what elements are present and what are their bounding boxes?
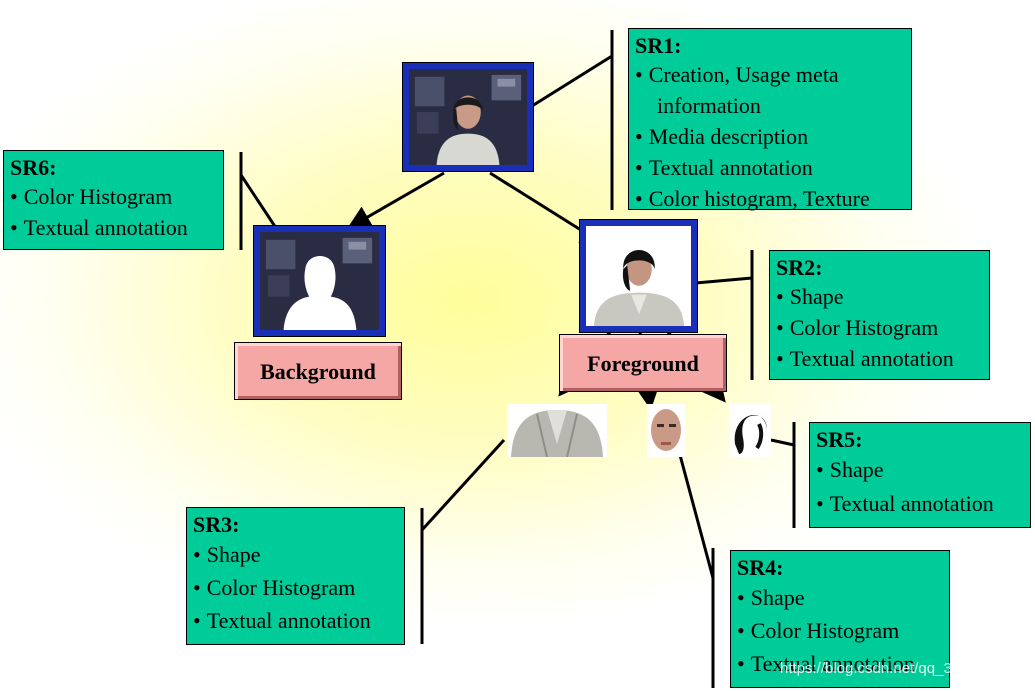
list-item: Textual annotation	[10, 212, 217, 243]
list-item: Textual annotation	[635, 152, 905, 183]
sr2-box: SR2: Shape Color Histogram Textual annot…	[769, 250, 990, 380]
sr5-title: SR5:	[816, 427, 863, 452]
list-item: Shape	[816, 453, 1024, 487]
list-item: Textual annotation	[776, 343, 983, 374]
list-item: Color histogram, Texture	[635, 183, 905, 214]
sr6-title: SR6:	[10, 155, 57, 180]
background-label: Background	[234, 342, 402, 400]
list-item: Textual annotation	[816, 487, 1024, 521]
foreground-label-text: Foreground	[587, 351, 699, 376]
sr1-title: SR1:	[635, 33, 682, 58]
segment-hair-image	[729, 404, 771, 457]
sr3-list: Shape Color Histogram Textual annotation	[193, 538, 398, 637]
list-item: information	[657, 93, 761, 118]
news-anchor-image	[409, 69, 527, 165]
list-item: Textual annotation	[737, 647, 943, 680]
list-item: Color Histogram	[10, 181, 217, 212]
background-label-text: Background	[260, 359, 376, 384]
sr1-box: SR1: Creation, Usage meta information Me…	[628, 28, 912, 211]
sr6-list: Color Histogram Textual annotation	[10, 181, 217, 243]
sr2-title: SR2:	[776, 255, 823, 280]
list-item: Color Histogram	[776, 312, 983, 343]
sr4-list: Shape Color Histogram Textual annotation	[737, 581, 943, 680]
list-item: Textual annotation	[193, 604, 398, 637]
sr3-box: SR3: Shape Color Histogram Textual annot…	[186, 507, 405, 645]
sr1-list: Creation, Usage meta information Media d…	[635, 59, 905, 214]
sr2-list: Shape Color Histogram Textual annotation	[776, 281, 983, 374]
list-item: Color Histogram	[737, 614, 943, 647]
list-item: Shape	[737, 581, 943, 614]
video-frame-background	[253, 225, 386, 337]
list-item: Creation, Usage meta	[635, 59, 905, 90]
segment-torso-image	[507, 404, 607, 457]
sr4-title: SR4:	[737, 555, 784, 580]
list-item: Shape	[193, 538, 398, 571]
video-frame-original	[402, 62, 534, 172]
list-item: Shape	[776, 281, 983, 312]
sr5-box: SR5: Shape Textual annotation	[809, 422, 1031, 528]
list-item: Color Histogram	[193, 571, 398, 604]
sr6-box: SR6: Color Histogram Textual annotation	[3, 150, 224, 250]
sr5-list: Shape Textual annotation	[816, 453, 1024, 521]
sr3-title: SR3:	[193, 512, 240, 537]
sr4-box: SR4: Shape Color Histogram Textual annot…	[730, 550, 950, 688]
segment-face-image	[647, 404, 685, 457]
list-item: Media description	[635, 121, 905, 152]
foreground-image	[586, 226, 691, 326]
video-frame-foreground	[579, 219, 698, 333]
watermark: https://blog.csdn.net/qq_30019237	[780, 660, 1011, 677]
background-image	[260, 232, 379, 330]
foreground-label: Foreground	[559, 334, 727, 392]
